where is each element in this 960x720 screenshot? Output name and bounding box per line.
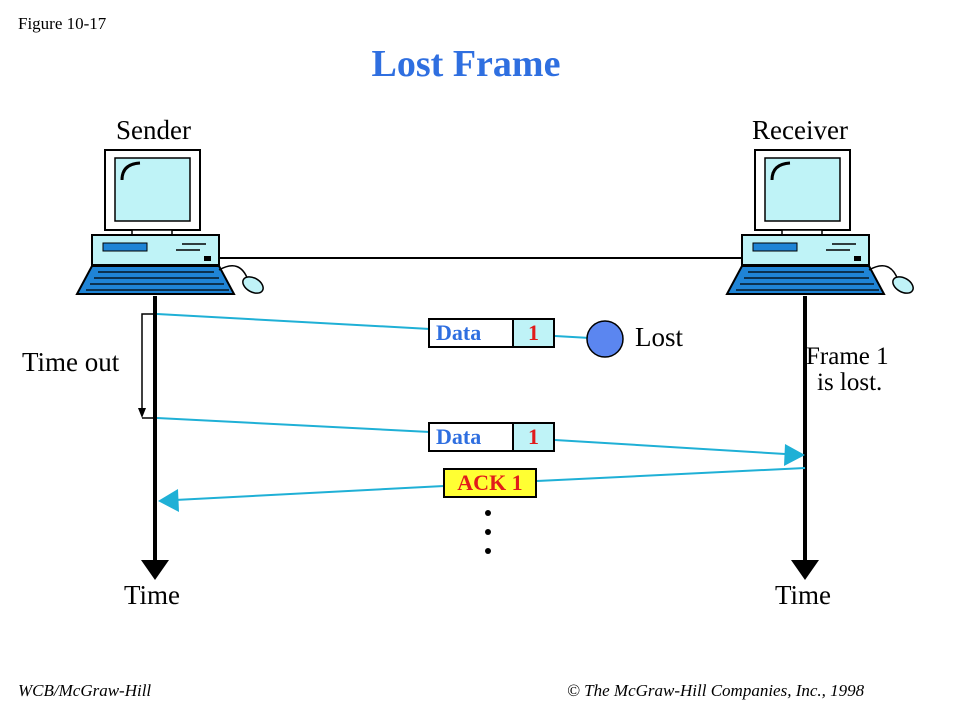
- frame2-number: 1: [514, 424, 553, 450]
- receiver-label: Receiver: [752, 115, 848, 145]
- frame2-arrowhead: [784, 444, 805, 466]
- ack-arrowhead: [158, 489, 179, 512]
- frame1-type: Data: [430, 320, 514, 346]
- footer-copyright: © The McGraw-Hill Companies, Inc., 1998: [567, 681, 865, 700]
- lost-marker-circle: [586, 320, 624, 358]
- sender-label: Sender: [116, 115, 191, 145]
- frame1-number: 1: [514, 320, 553, 346]
- frame2-type: Data: [430, 424, 514, 450]
- receiver-computer-icon: [725, 149, 914, 295]
- lost-note-line2: is lost.: [817, 369, 883, 396]
- frame2-signal-arrow: [554, 439, 804, 460]
- frame1-signal-tail: [554, 335, 591, 339]
- ack-signal-line: [536, 467, 806, 482]
- receiver-time-label: Time: [775, 580, 832, 610]
- figure-label: Figure 10-17: [18, 14, 107, 33]
- receiver-timeline-arrowhead: [791, 560, 819, 580]
- frame2-box: Data 1: [428, 422, 555, 452]
- footer-publisher: WCB/McGraw-Hill: [18, 681, 152, 700]
- lost-label: Lost: [635, 322, 684, 352]
- sender-time-label: Time: [124, 580, 181, 610]
- frame2-signal-line: [156, 417, 431, 433]
- continuation-dot: [485, 510, 491, 516]
- frame1-box: Data 1: [428, 318, 555, 348]
- sender-computer-icon: [75, 149, 264, 295]
- lost-note-line1: Frame 1: [806, 343, 889, 370]
- ack-box: ACK 1: [443, 468, 537, 498]
- slide-title: Lost Frame: [371, 43, 561, 85]
- timeout-arrowhead: [138, 408, 146, 418]
- continuation-dot: [485, 548, 491, 554]
- ack-signal-arrow: [174, 485, 445, 501]
- continuation-dot: [485, 529, 491, 535]
- timeout-bracket: [141, 313, 155, 412]
- sender-timeline-arrowhead: [141, 560, 169, 580]
- timeout-label: Time out: [22, 347, 120, 377]
- frame1-signal-line: [156, 313, 431, 330]
